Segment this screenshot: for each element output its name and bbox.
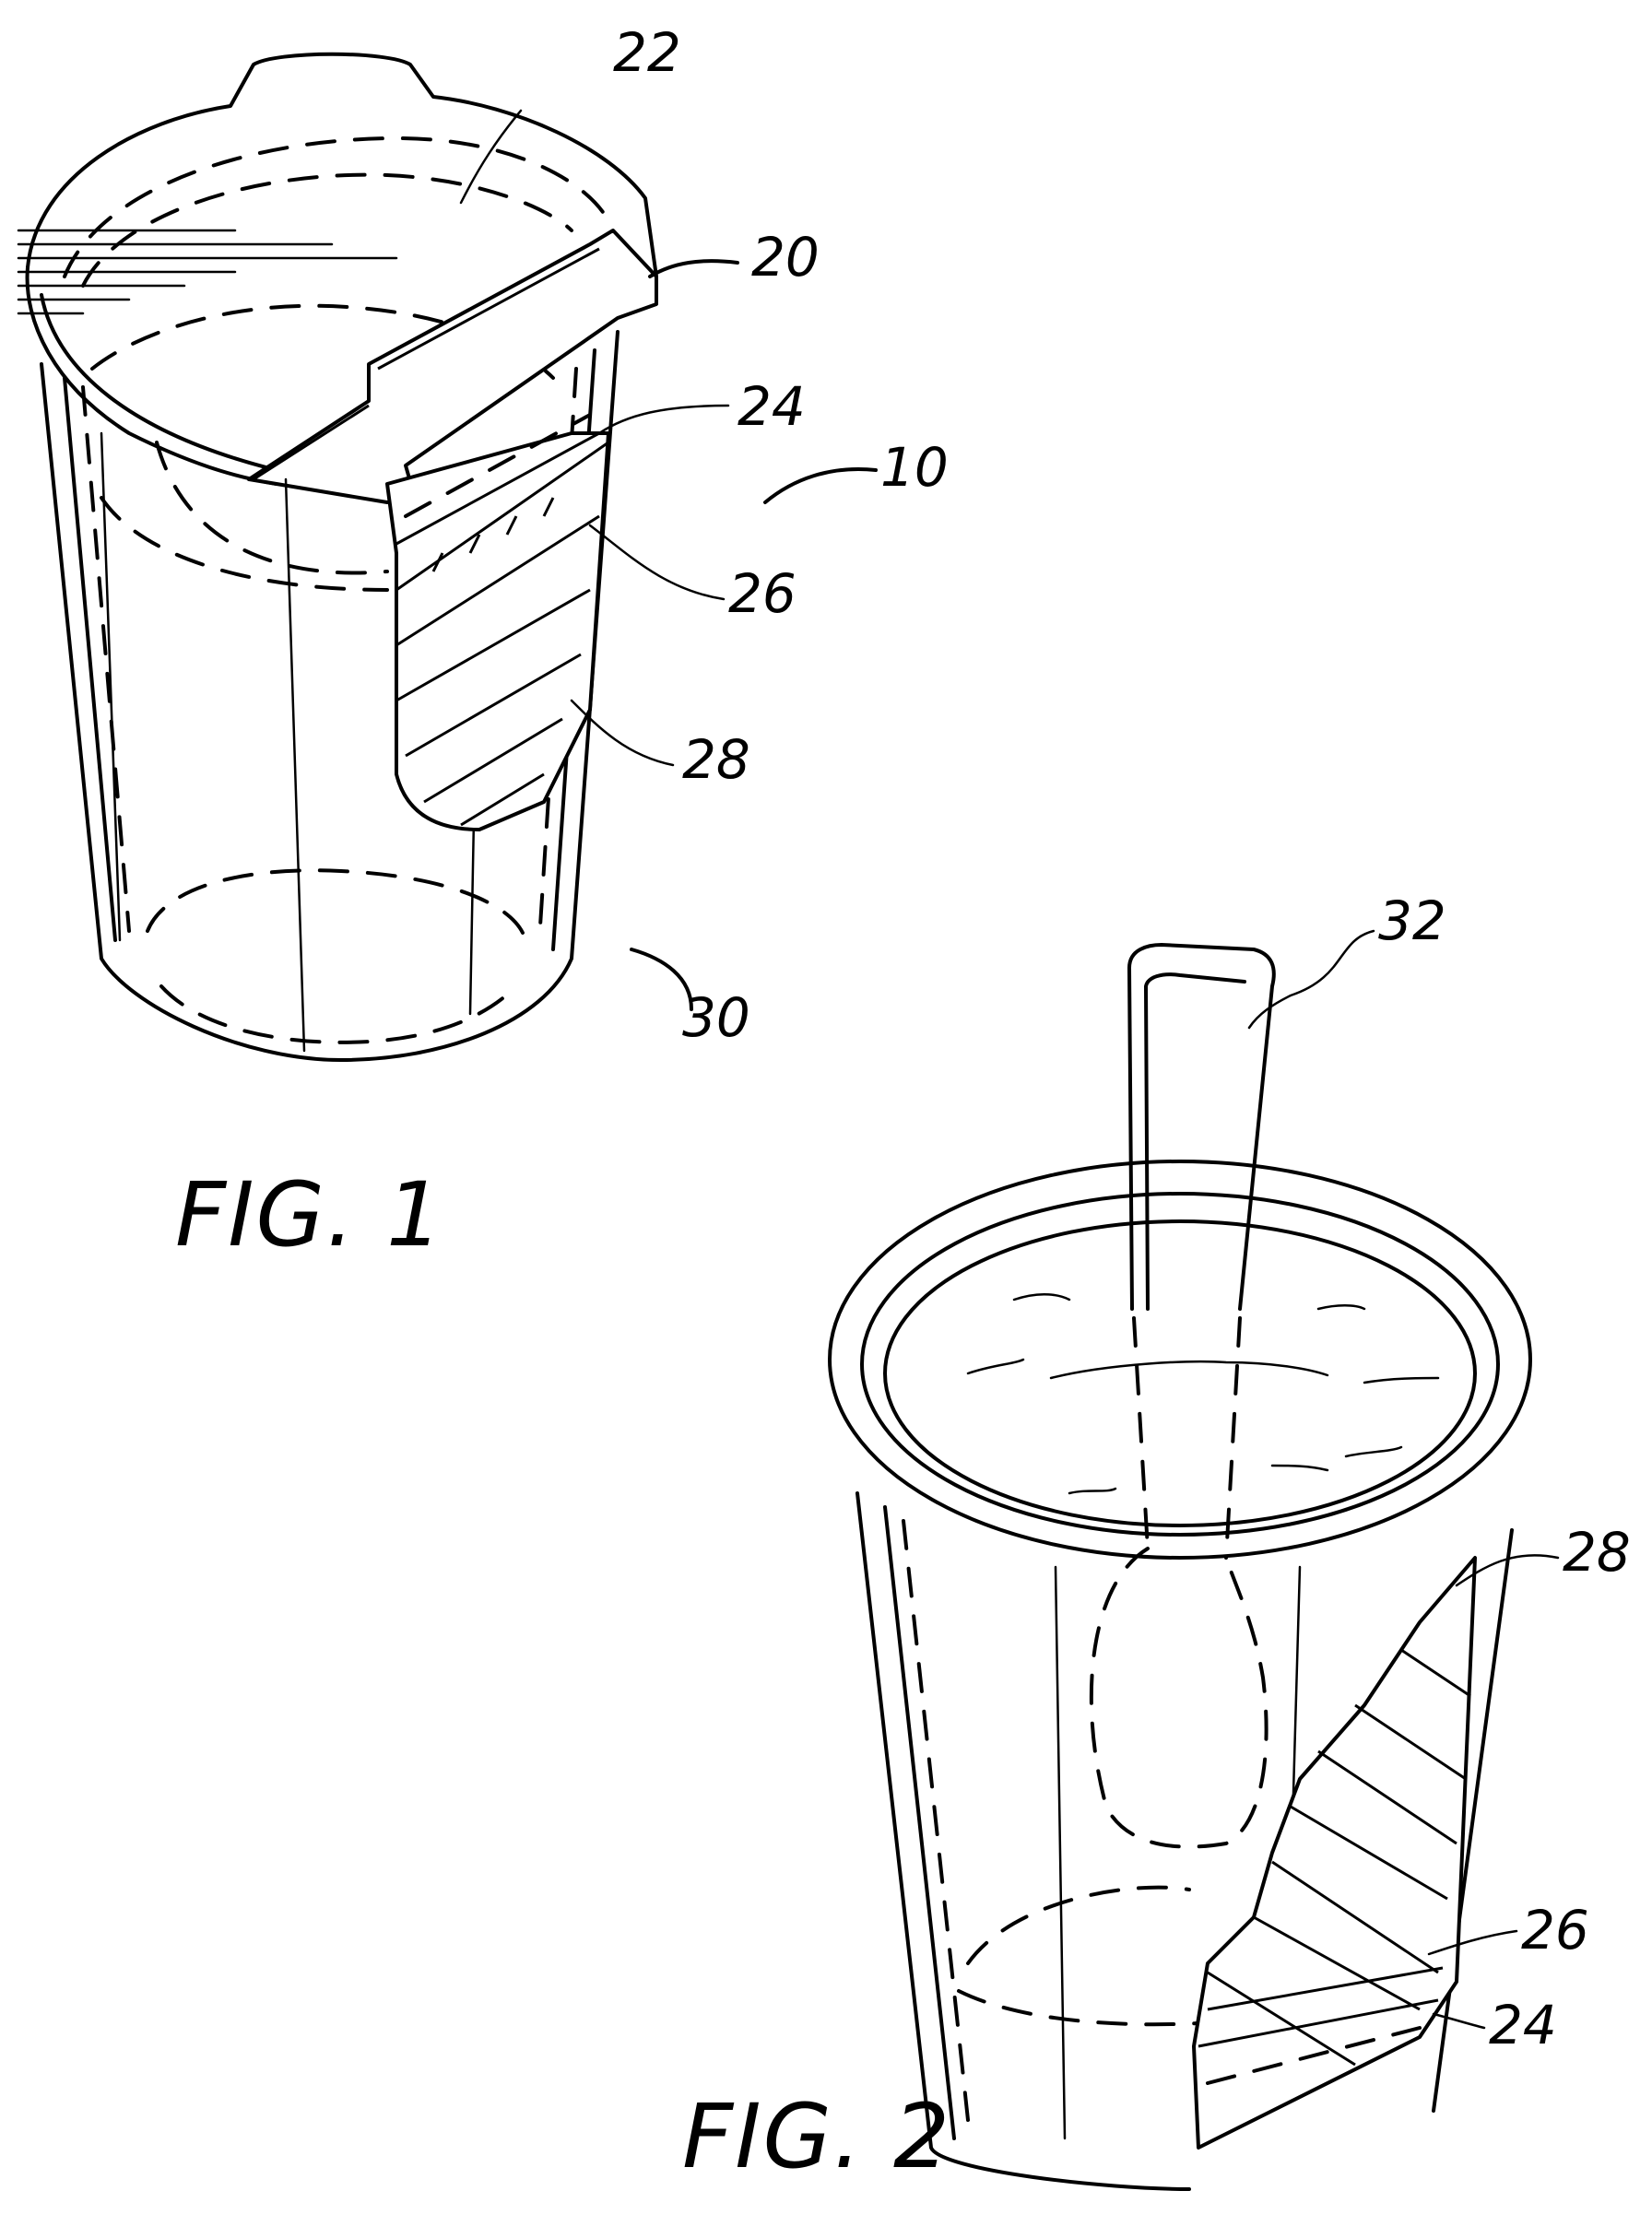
ref-numeral-28: 28 [682,728,750,791]
leader-26-fig2 [1427,1929,1518,1956]
ref-numeral-10: 10 [880,436,949,499]
ref-numeral-24-fig2: 24 [1489,1994,1557,2056]
leader-30 [630,948,693,1011]
fig2-cup [828,929,1560,2191]
ref-numeral-24: 24 [738,375,806,438]
fig1-cup [17,52,878,1062]
leader-26 [588,524,726,601]
ref-numeral-32: 32 [1378,889,1446,952]
leader-24-fig2 [1432,2012,1486,2030]
leader-24 [597,404,730,435]
ref-numeral-26: 26 [728,562,796,625]
leader-10 [763,467,878,504]
ref-numeral-20: 20 [751,226,820,289]
ref-numeral-28-fig2: 28 [1563,1521,1631,1584]
figure-1-label: FIG. 1 [175,1163,445,1266]
leader-32 [1247,929,1375,1030]
ref-numeral-26-fig2: 26 [1521,1899,1589,1961]
figure-2-label: FIG. 2 [682,2085,952,2188]
ref-numeral-30: 30 [682,986,750,1049]
leader-22 [459,109,523,205]
leader-20 [648,259,739,278]
ref-numeral-22: 22 [613,21,681,84]
leader-28 [570,699,675,767]
leader-28-fig2 [1455,1554,1560,1587]
